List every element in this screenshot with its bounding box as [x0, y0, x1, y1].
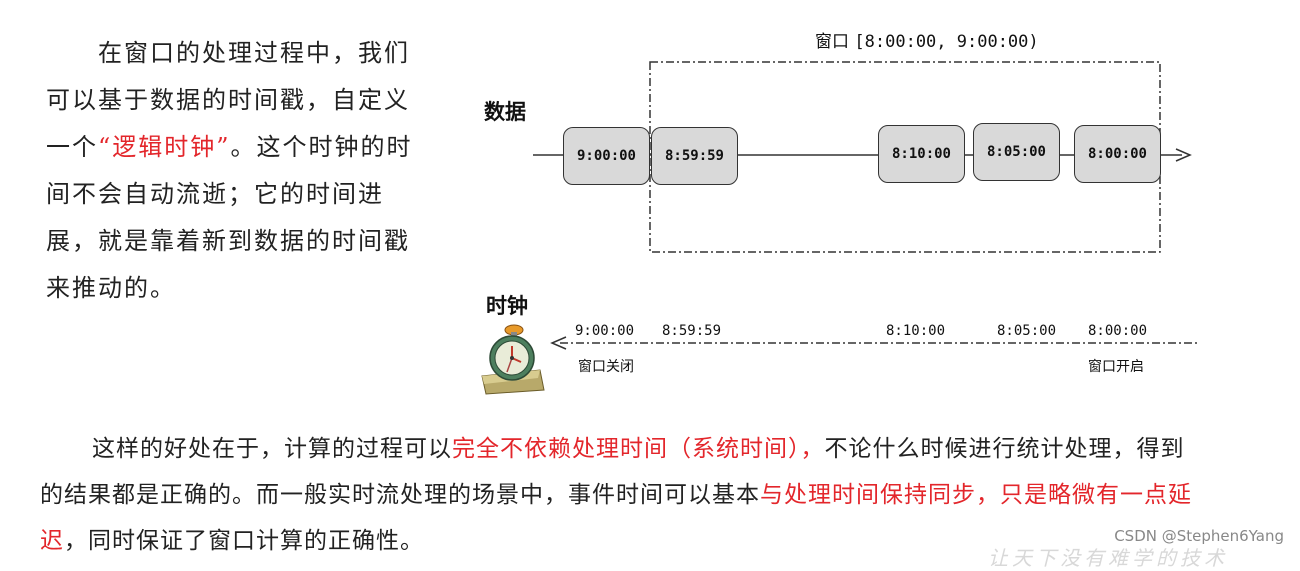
clock-arrowhead — [550, 336, 567, 350]
clock-tick-5: 8:00:00 — [1088, 323, 1148, 339]
clock-tick-3: 8:10:00 — [886, 323, 946, 339]
clock-label: 时钟 — [486, 294, 528, 318]
clock-tick-2: 8:59:59 — [662, 323, 722, 339]
data-box-3: 8:10:00 — [878, 125, 965, 183]
window-title: 窗口 [8:00:00, 9:00:00) — [815, 27, 1039, 52]
data-arrowhead — [1175, 148, 1192, 162]
intro-text-1: 在窗口的处理过程中，我们可以基于数据的时间戳，自定义一个 — [46, 39, 410, 161]
window-open-label: 窗口开启 — [1088, 359, 1144, 375]
conclusion-highlight-2: 与处理时间保持同步，只是略微有一点延迟 — [40, 482, 1192, 554]
csdn-watermark: CSDN @Stephen6Yang — [1114, 527, 1284, 545]
conclusion-highlight-1: 完全不依赖处理时间（系统时间）， — [452, 436, 825, 462]
conclusion-text-3: ，同时保证了窗口计算的正确性。 — [64, 528, 424, 554]
logical-clock-highlight: “逻辑时钟” — [98, 133, 231, 161]
alarm-clock-icon — [481, 324, 545, 395]
clock-tick-4: 8:05:00 — [997, 323, 1057, 339]
window-title-cn: 窗口 — [815, 32, 849, 52]
window-close-label: 窗口关闭 — [578, 359, 634, 375]
data-box-2: 8:59:59 — [651, 127, 738, 185]
conclusion-text-2: 不论什么时候进行统计处理，得到的结果都是正确的。而一般实时流处理的场景中，事件时… — [40, 436, 1185, 508]
data-box-1: 9:00:00 — [563, 127, 650, 185]
data-box-4: 8:05:00 — [973, 123, 1060, 181]
intro-text-2: 。这个时钟的时间不会自动流逝；它的时间进展，就是靠着新到数据的时间戳来推动的。 — [46, 133, 413, 302]
conclusion-text-1: 这样的好处在于，计算的过程可以 — [92, 436, 452, 462]
intro-paragraph: 在窗口的处理过程中，我们可以基于数据的时间戳，自定义一个“逻辑时钟”。这个时钟的… — [46, 30, 426, 312]
window-title-range: [8:00:00, 9:00:00) — [854, 32, 1039, 52]
conclusion-paragraph: 这样的好处在于，计算的过程可以完全不依赖处理时间（系统时间），不论什么时候进行统… — [40, 426, 1200, 564]
clock-tick-1: 9:00:00 — [575, 323, 635, 339]
data-box-5: 8:00:00 — [1074, 125, 1161, 183]
faint-slogan: 让天下没有难学的技术 — [988, 546, 1228, 570]
data-label: 数据 — [484, 100, 526, 124]
